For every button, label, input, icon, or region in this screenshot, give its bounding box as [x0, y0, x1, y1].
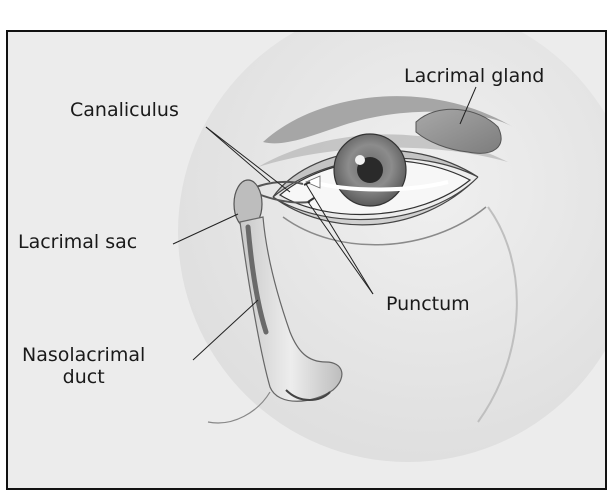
label-punctum: Punctum [386, 294, 470, 316]
label-nasolacrimal-line1: Nasolacrimal [22, 345, 145, 367]
label-nasolacrimal-line2: duct [22, 367, 145, 389]
figure-frame: Lacrimal gland Canaliculus Lacrimal sac … [6, 30, 607, 490]
label-nasolacrimal-duct: Nasolacrimal duct [22, 345, 145, 389]
label-lacrimal-gland: Lacrimal gland [404, 66, 544, 88]
eye-highlight [355, 155, 365, 165]
label-canaliculus: Canaliculus [70, 100, 179, 122]
label-lacrimal-sac: Lacrimal sac [18, 232, 137, 254]
